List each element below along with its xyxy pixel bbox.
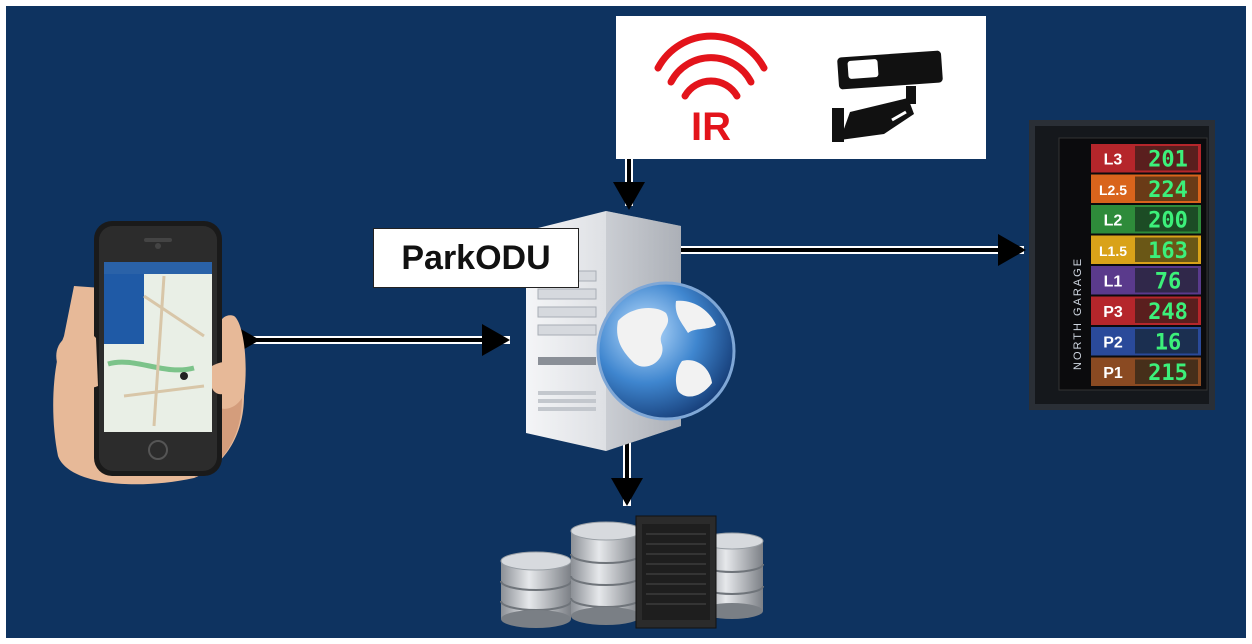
sensor-icons: IR <box>654 32 943 149</box>
sign-space-count: 200 <box>1148 208 1188 233</box>
garage-name: NORTH GARAGE <box>1072 257 1084 370</box>
architecture-diagram: IR <box>6 6 1246 638</box>
sign-level-label: P1 <box>1103 365 1123 382</box>
sign-value-panel <box>1135 298 1198 323</box>
sign-level-label: L3 <box>1104 151 1123 168</box>
sign-value-panel <box>1135 237 1198 262</box>
sign-space-count: 248 <box>1148 300 1188 325</box>
sensor-panel: IR <box>616 16 986 159</box>
sign-row: L1.5 163 <box>1091 235 1201 264</box>
sign-level-label: L1.5 <box>1099 243 1127 259</box>
sign-space-count: 16 <box>1155 330 1182 355</box>
sign-space-count: 201 <box>1148 147 1188 172</box>
ir-label: IR <box>691 105 731 149</box>
disk-stack-middle <box>570 521 642 625</box>
sign-level-label: L2 <box>1104 212 1123 229</box>
sign-level-label: L2.5 <box>1099 182 1127 198</box>
sign-row: L3 201 <box>1091 144 1201 173</box>
sign-space-count: 224 <box>1148 178 1188 203</box>
sign-value-panel <box>1135 329 1198 354</box>
database-storage-icon <box>500 515 764 629</box>
globe-icon <box>596 281 736 421</box>
sign-level-label: L1 <box>1104 273 1123 290</box>
sign-value-panel <box>1135 359 1198 384</box>
sign-row: L2 200 <box>1091 205 1201 234</box>
rack-server-unit <box>635 515 717 629</box>
sign-row: P2 16 <box>1091 327 1201 356</box>
sign-row: P3 248 <box>1091 296 1201 325</box>
sign-value-panel <box>1135 268 1198 293</box>
server-label: ParkODU <box>373 228 579 288</box>
sign-level-label: P2 <box>1103 334 1123 351</box>
sign-space-count: 215 <box>1148 361 1188 386</box>
sign-row: L1 76 <box>1091 266 1201 295</box>
sign-space-count: 163 <box>1148 239 1188 264</box>
sign-row: P1 215 <box>1091 357 1201 386</box>
sign-value-panel <box>1135 146 1198 171</box>
smartphone-app-icon <box>53 221 246 485</box>
sign-level-label: P3 <box>1103 304 1123 321</box>
sign-space-count: 76 <box>1155 269 1182 294</box>
disk-stack-left <box>500 551 572 628</box>
sign-value-panel <box>1135 176 1198 201</box>
sign-value-panel <box>1135 207 1198 232</box>
sign-row: L2.5 224 <box>1091 174 1201 203</box>
ir-wireless-icon: IR <box>654 32 768 149</box>
security-camera-icon <box>832 50 943 142</box>
connectors <box>232 159 1026 506</box>
